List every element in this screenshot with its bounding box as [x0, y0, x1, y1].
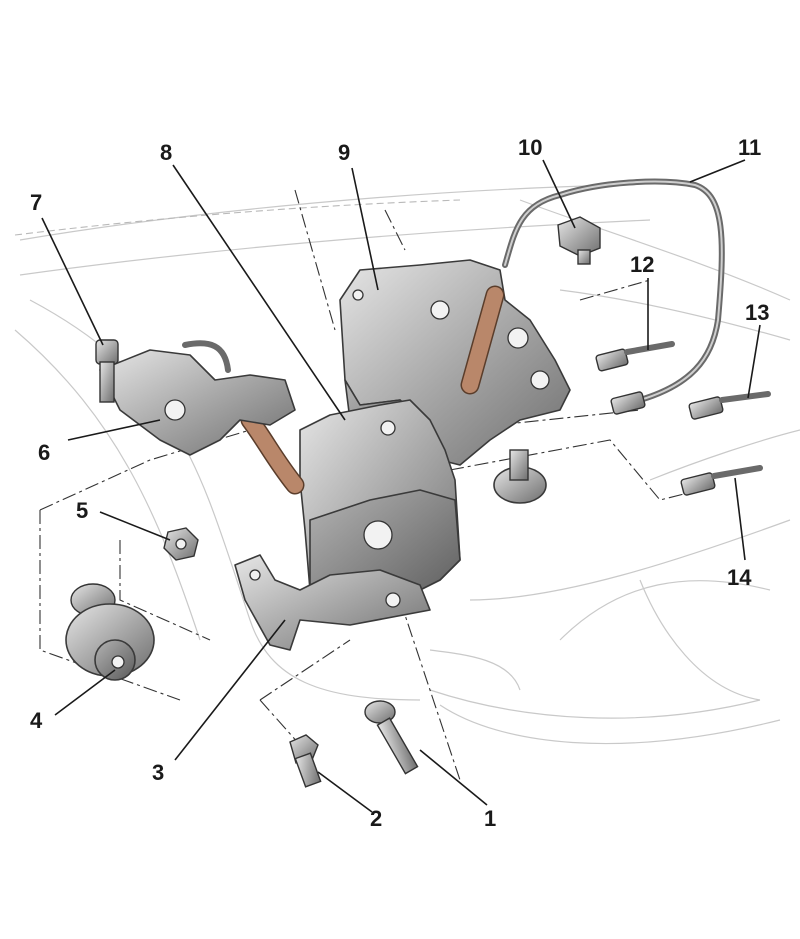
nut-5: [163, 527, 199, 561]
callout-10: 10: [518, 135, 542, 160]
leader-4: [54, 669, 116, 716]
leader-6: [67, 419, 161, 441]
bolt-2: [289, 734, 322, 788]
left-hose: [240, 410, 305, 495]
leader-3: [174, 619, 286, 761]
callout-1: 1: [484, 806, 496, 831]
assembly-center-lines: [39, 189, 701, 781]
stud-center: [493, 449, 547, 504]
leader-5: [99, 511, 171, 541]
callout-3: 3: [152, 760, 164, 785]
background-body-outline: [14, 184, 800, 745]
callout-14: 14: [727, 565, 752, 590]
mounting-plate: [234, 554, 431, 651]
bolt-10: [557, 216, 601, 265]
leader-1: [419, 749, 488, 806]
mount-4: [65, 583, 155, 681]
bolt-7: [95, 339, 119, 403]
callout-9: 9: [338, 140, 350, 165]
callout-12: 12: [630, 252, 654, 277]
callout-11: 11: [738, 135, 761, 160]
leader-lines: [41, 159, 761, 813]
leader-7: [41, 217, 104, 346]
leader-9: [351, 167, 379, 291]
brake-pipe: [502, 178, 725, 403]
left-valve-block: [99, 340, 296, 456]
leader-10: [542, 159, 576, 229]
union-14: [680, 465, 763, 496]
callout-13: 13: [745, 300, 769, 325]
callout-4: 4: [30, 708, 43, 733]
leader-2: [317, 771, 373, 813]
leader-8: [172, 164, 346, 421]
callout-5: 5: [76, 498, 88, 523]
callout-2: 2: [370, 806, 382, 831]
callout-8: 8: [160, 140, 172, 165]
callout-labels: 1 2 3 4 5 6 7 8 9 10 11 12 13 14: [30, 135, 769, 831]
leader-13: [747, 324, 761, 399]
leader-11: [689, 159, 746, 183]
union-12: [595, 341, 675, 372]
union-13: [610, 391, 771, 420]
leader-14: [734, 477, 746, 561]
bolt-1: [364, 700, 419, 775]
callout-7: 7: [30, 190, 42, 215]
callout-6: 6: [38, 440, 50, 465]
right-hose: [460, 285, 505, 395]
